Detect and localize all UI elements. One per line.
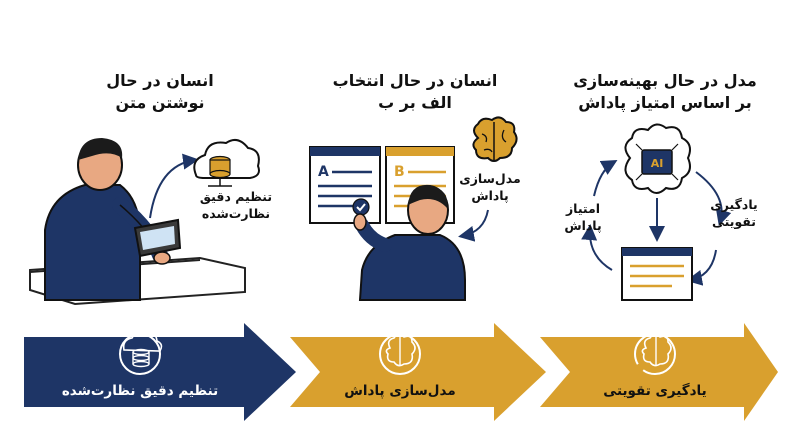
stage1-title: انسان در حال نوشتن متن: [106, 71, 214, 112]
brain-icon: [472, 116, 518, 162]
database-cloud-icon: [193, 138, 260, 187]
stage3-left-label: امتیاز پاداش: [564, 201, 602, 233]
stage1-side-label: تنظیم دقیق نظارت‌شده: [199, 189, 273, 221]
stage2-title: انسان در حال انتخاب الف بر ب: [332, 71, 498, 112]
process-arrow-1: [24, 323, 296, 421]
document-a: A: [309, 146, 381, 224]
stage2-side-label: مدل‌سازی پاداش: [459, 171, 521, 203]
stage3-right-label: یادگیری تقویتی: [710, 197, 758, 229]
arrow2-label: مدل‌سازی پاداش: [344, 383, 456, 399]
svg-text:A: A: [318, 164, 329, 180]
brain-outline-icon: [379, 333, 421, 375]
check-icon: [352, 198, 370, 216]
process-arrow-2: [290, 323, 546, 421]
stage2-scene: A B: [309, 116, 518, 301]
brain-chip-icon: AI: [624, 123, 691, 194]
process-arrow-3: [540, 323, 778, 421]
svg-text:B: B: [394, 164, 405, 180]
refresh-brain-icon: [634, 333, 676, 375]
output-document-icon: [621, 247, 693, 301]
stage3-title: مدل در حال بهینه‌سازی بر اساس امتیاز پاد…: [573, 71, 757, 112]
database-icon: [119, 331, 163, 375]
ai-chip-text: AI: [651, 157, 664, 170]
stage3-scene: AI: [581, 123, 732, 301]
stage1-scene: [29, 138, 260, 306]
arrow1-label: تنظیم دقیق نظارت‌شده: [61, 383, 219, 399]
arrow3-label: یادگیری تقویتی: [603, 383, 707, 399]
